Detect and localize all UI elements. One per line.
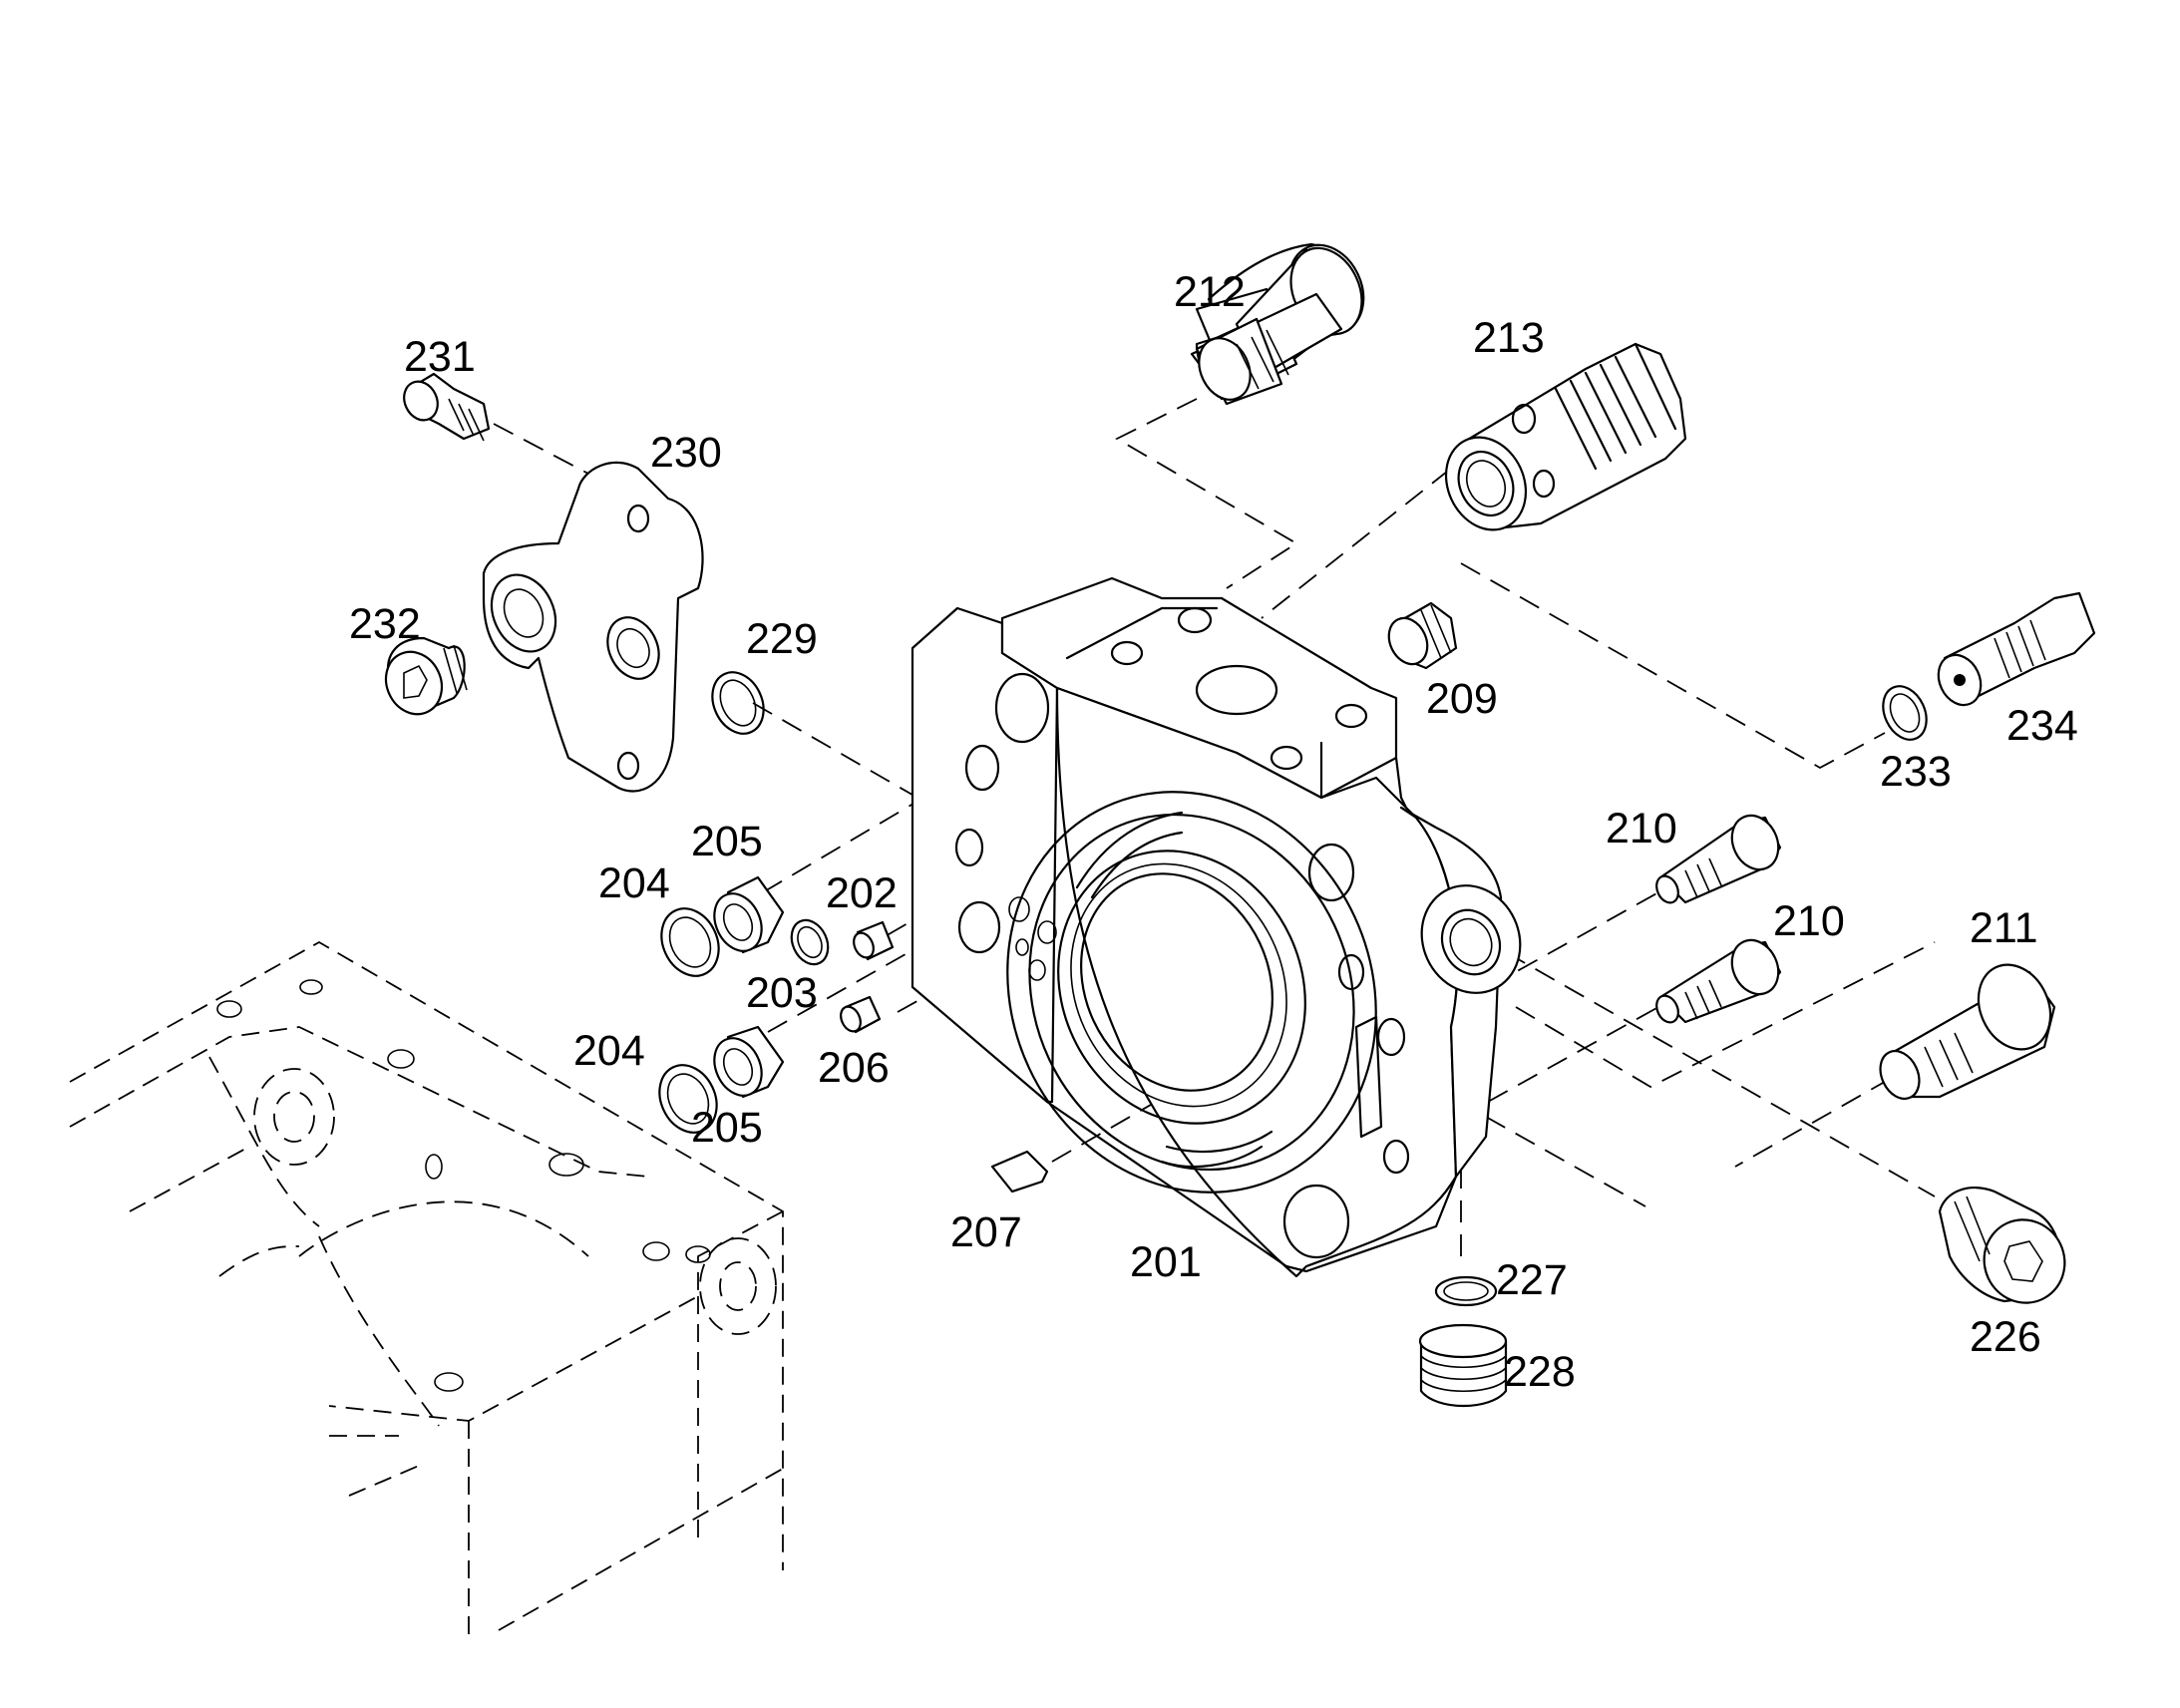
check-valve-234 <box>1937 591 2096 707</box>
plug-209 <box>1387 601 1458 670</box>
key-207 <box>990 1150 1049 1194</box>
callout-205-upper: 205 <box>691 818 763 865</box>
callout-213: 213 <box>1473 314 1545 362</box>
callout-234: 234 <box>2006 702 2078 750</box>
callout-229: 229 <box>746 615 818 663</box>
ring-204-upper <box>660 907 720 977</box>
o-ring-227 <box>1434 1275 1498 1307</box>
pin-202 <box>853 920 895 961</box>
callout-230: 230 <box>650 429 722 477</box>
callout-210-upper: 210 <box>1606 805 1677 853</box>
callout-231: 231 <box>404 333 476 381</box>
callout-228: 228 <box>1504 1348 1576 1396</box>
o-ring-233 <box>1882 685 1928 741</box>
bolt-210-upper <box>1655 814 1782 904</box>
bolt-211 <box>1879 963 2056 1101</box>
callout-207: 207 <box>950 1208 1022 1256</box>
callout-227: 227 <box>1496 1256 1568 1304</box>
callout-206: 206 <box>818 1044 890 1092</box>
callout-204-upper: 204 <box>598 859 670 907</box>
sleeve-205-lower <box>713 1025 785 1099</box>
plug-226 <box>1938 1187 2066 1304</box>
callout-209: 209 <box>1426 675 1498 723</box>
valve-block-201 <box>910 576 1522 1278</box>
callout-201: 201 <box>1130 1238 1202 1286</box>
o-ring-229 <box>711 671 765 735</box>
bolt-231 <box>403 372 491 442</box>
callout-202: 202 <box>826 869 898 917</box>
sleeve-205-upper <box>713 875 785 954</box>
valve-cartridge-213 <box>1444 342 1687 531</box>
o-ring-203 <box>790 918 830 966</box>
callout-226: 226 <box>1970 1313 2041 1361</box>
bolt-212 <box>1190 242 1365 406</box>
ghost-pump-housing <box>69 940 789 1635</box>
callout-205-lower: 205 <box>691 1104 763 1152</box>
flange-230 <box>482 461 704 793</box>
plug-228 <box>1418 1323 1508 1407</box>
ring-204-lower <box>658 1064 718 1134</box>
plug-232 <box>384 636 468 716</box>
bolt-210-lower <box>1655 938 1782 1024</box>
callout-212: 212 <box>1174 268 1246 316</box>
part-callouts: 201 202 203 204 204 205 205 206 207 209 … <box>349 268 2078 1396</box>
pin-206 <box>840 995 882 1034</box>
callout-211: 211 <box>1970 904 2038 952</box>
callout-203: 203 <box>746 969 818 1017</box>
callout-232: 232 <box>349 600 421 648</box>
callout-210-lower: 210 <box>1773 897 1845 945</box>
callout-233: 233 <box>1880 748 1952 796</box>
callout-204-lower: 204 <box>573 1027 645 1075</box>
